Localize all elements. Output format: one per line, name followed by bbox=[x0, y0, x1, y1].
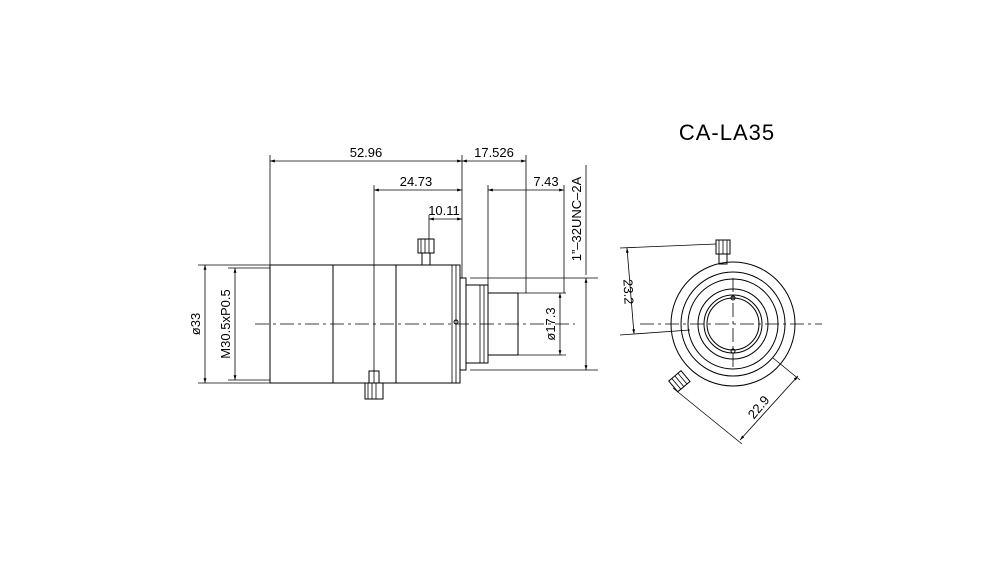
model-title: CA-LA35 bbox=[679, 120, 775, 145]
front-view: 23.2 22.9 bbox=[619, 239, 822, 445]
dim-filter-thread: M30.5xP0.5 bbox=[218, 289, 233, 358]
dim-line-side-screw-height bbox=[739, 375, 799, 441]
dim-rear-diameter: ø17.3 bbox=[543, 307, 558, 340]
dim-side-screw-height: 22.9 bbox=[745, 393, 773, 422]
front-top-screw bbox=[715, 239, 731, 265]
dim-outer-diameter: ø33 bbox=[188, 313, 203, 335]
front-side-screw bbox=[668, 370, 691, 393]
dim-line-front-screw-height bbox=[625, 247, 636, 335]
dim-front-screw-height: 23.2 bbox=[620, 279, 636, 305]
dim-screw-offset: 10.11 bbox=[428, 203, 460, 218]
top-lock-screw bbox=[417, 238, 435, 266]
dim-flange-back: 17.526 bbox=[474, 145, 514, 160]
dim-overall-length: 52.96 bbox=[350, 145, 383, 160]
dim-screw-position: 24.73 bbox=[400, 174, 433, 189]
side-view: 52.96 17.526 24.73 7.43 10.11 1”–32UNC–2… bbox=[188, 145, 598, 400]
dim-mount-depth: 7.43 bbox=[533, 174, 558, 189]
dim-mount-thread: 1”–32UNC–2A bbox=[569, 176, 584, 261]
